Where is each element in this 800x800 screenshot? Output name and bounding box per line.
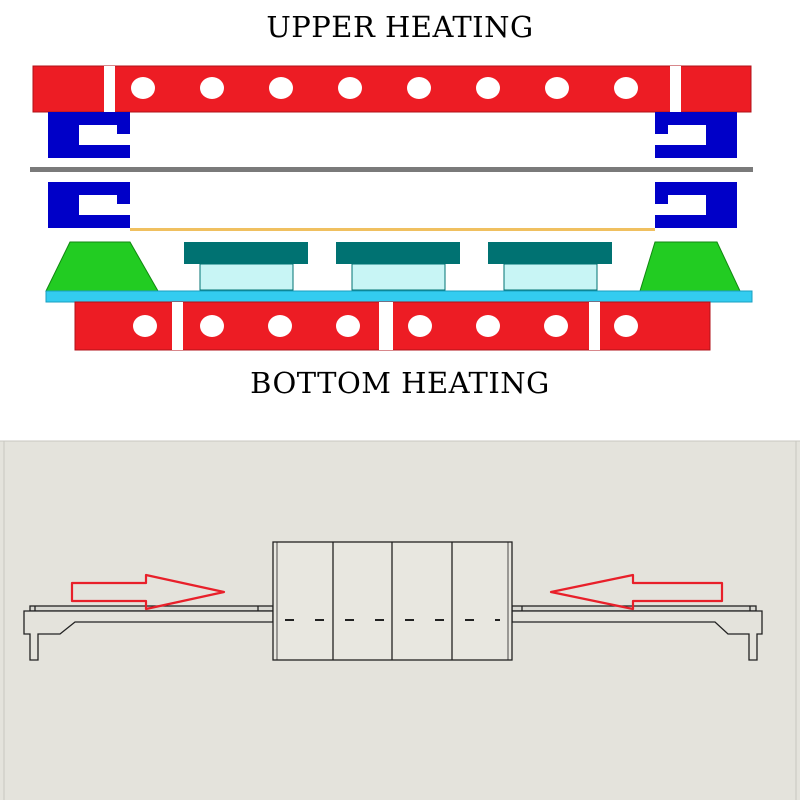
right-conveyor <box>511 605 763 661</box>
bottom-heater <box>74 301 711 351</box>
bottom-heating-label: BOTTOM HEATING <box>250 366 550 400</box>
support-left <box>45 241 159 292</box>
upper-clamp-left <box>48 112 130 158</box>
heating-cross-section-diagram <box>30 65 753 351</box>
support-right <box>639 241 741 292</box>
arrow-right-icon <box>70 573 226 611</box>
left-conveyor <box>23 605 274 661</box>
lower-clamp-right <box>655 182 737 228</box>
chip-3 <box>488 242 612 291</box>
pcb-line <box>130 228 655 231</box>
lower-clamp-left <box>48 182 130 228</box>
drawing-panel <box>0 441 800 800</box>
circuit-board <box>45 290 753 303</box>
arrow-left-icon <box>549 573 724 611</box>
upper-heater <box>32 65 752 113</box>
center-rail <box>30 167 753 172</box>
chip-1 <box>184 242 308 291</box>
oven-housing <box>272 541 513 661</box>
upper-clamp-right <box>655 112 737 158</box>
chip-2 <box>336 242 460 291</box>
upper-heating-label: UPPER HEATING <box>266 10 534 44</box>
